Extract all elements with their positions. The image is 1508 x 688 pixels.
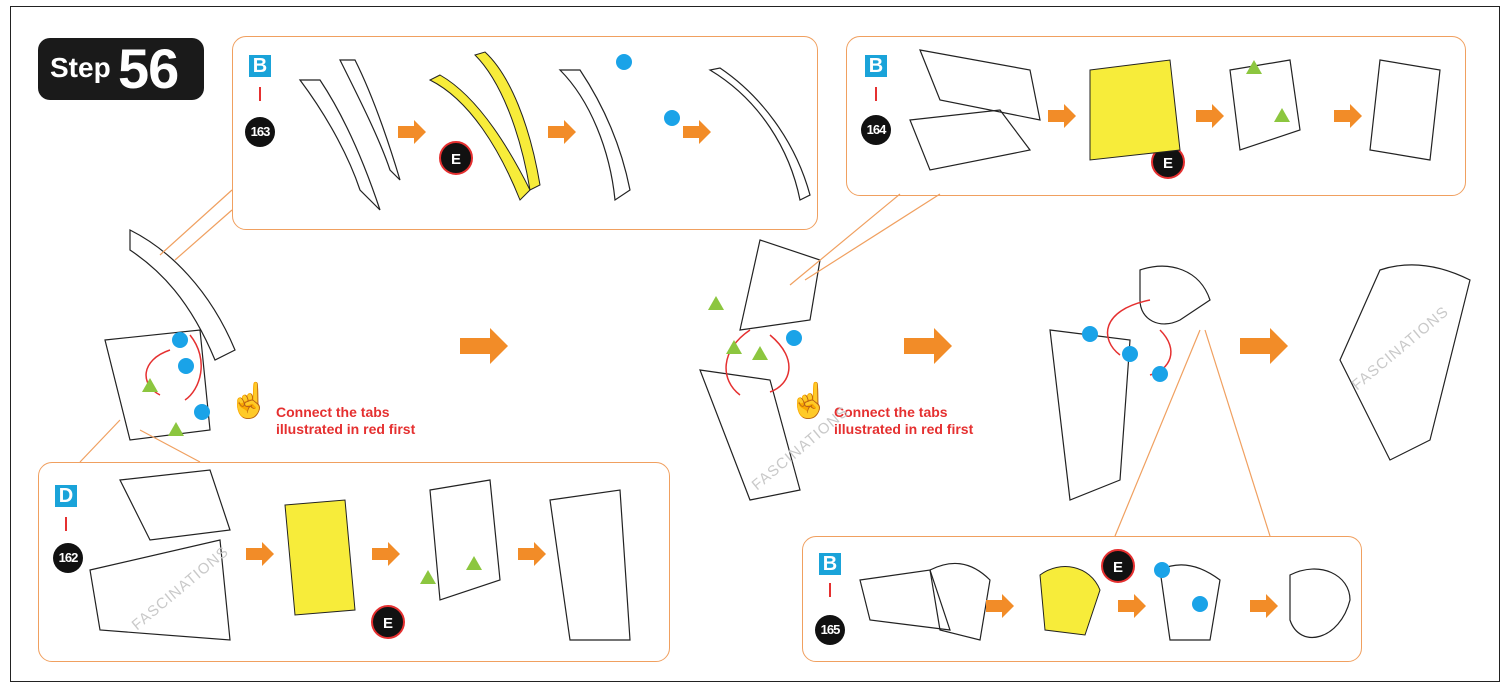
process-arrow <box>372 542 400 566</box>
green-triangle-marker <box>1246 60 1262 74</box>
glue-area <box>430 75 530 200</box>
main-assembly-right <box>1050 330 1130 500</box>
process-arrow <box>1048 104 1076 128</box>
process-arrow <box>548 120 576 144</box>
blue-dot-marker <box>172 332 188 348</box>
green-triangle-marker <box>752 346 768 360</box>
final-assembly <box>1340 265 1470 460</box>
blue-dot-marker <box>178 358 194 374</box>
callout-line <box>805 194 940 280</box>
callout-line <box>1205 330 1270 536</box>
pointing-hand-icon: ☝ <box>788 384 830 418</box>
piece-outline <box>860 570 950 630</box>
process-arrow-large <box>904 328 952 364</box>
note-line-1: Connect the tabs <box>276 404 415 421</box>
callout-line <box>80 420 120 462</box>
piece-outline <box>920 50 1040 120</box>
blue-dot-marker <box>1192 596 1208 612</box>
green-triangle-marker <box>726 340 742 354</box>
green-triangle-marker <box>466 556 482 570</box>
green-triangle-marker <box>708 296 724 310</box>
note-line-2: illustrated in red first <box>834 421 973 438</box>
main-assembly-right <box>1140 266 1210 324</box>
process-arrow <box>398 120 426 144</box>
callout-line <box>160 190 232 255</box>
green-triangle-marker <box>168 422 184 436</box>
pointing-hand-icon: ☝ <box>228 384 270 418</box>
callout-line <box>790 194 900 285</box>
tab-connector <box>770 335 789 392</box>
piece-outline <box>1370 60 1440 160</box>
process-arrow-large <box>460 328 508 364</box>
glue-area <box>1090 60 1180 160</box>
process-arrow <box>518 542 546 566</box>
blue-dot-marker <box>194 404 210 420</box>
note-line-2: illustrated in red first <box>276 421 415 438</box>
piece-outline <box>120 470 230 540</box>
piece-outline <box>550 490 630 640</box>
process-arrow <box>1250 594 1278 618</box>
main-assembly-middle <box>740 240 820 330</box>
blue-dot-marker <box>1122 346 1138 362</box>
piece-outline <box>1290 569 1350 637</box>
blue-dot-marker <box>1154 562 1170 578</box>
process-arrow-large <box>1240 328 1288 364</box>
process-arrow <box>1118 594 1146 618</box>
process-arrow <box>986 594 1014 618</box>
green-triangle-marker <box>420 570 436 584</box>
blue-dot-marker <box>786 330 802 346</box>
green-triangle-marker <box>142 378 158 392</box>
blue-dot-marker <box>1082 326 1098 342</box>
piece-outline <box>710 68 810 200</box>
blue-dot-marker <box>616 54 632 70</box>
piece-outline <box>300 80 380 210</box>
process-arrow <box>246 542 274 566</box>
piece-outline <box>1230 60 1300 150</box>
glue-area <box>1040 567 1100 635</box>
green-triangle-marker <box>1274 108 1290 122</box>
piece-outline <box>430 480 500 600</box>
instruction-note: Connect the tabs illustrated in red firs… <box>276 404 415 438</box>
blue-dot-marker <box>664 110 680 126</box>
piece-outline <box>1160 565 1220 640</box>
instruction-note: Connect the tabs illustrated in red firs… <box>834 404 973 438</box>
process-arrow <box>1196 104 1224 128</box>
blue-dot-marker <box>1152 366 1168 382</box>
callout-line <box>175 210 232 260</box>
process-arrow <box>683 120 711 144</box>
note-line-1: Connect the tabs <box>834 404 973 421</box>
piece-outline <box>910 110 1030 170</box>
process-arrow <box>1334 104 1362 128</box>
glue-area <box>285 500 355 615</box>
